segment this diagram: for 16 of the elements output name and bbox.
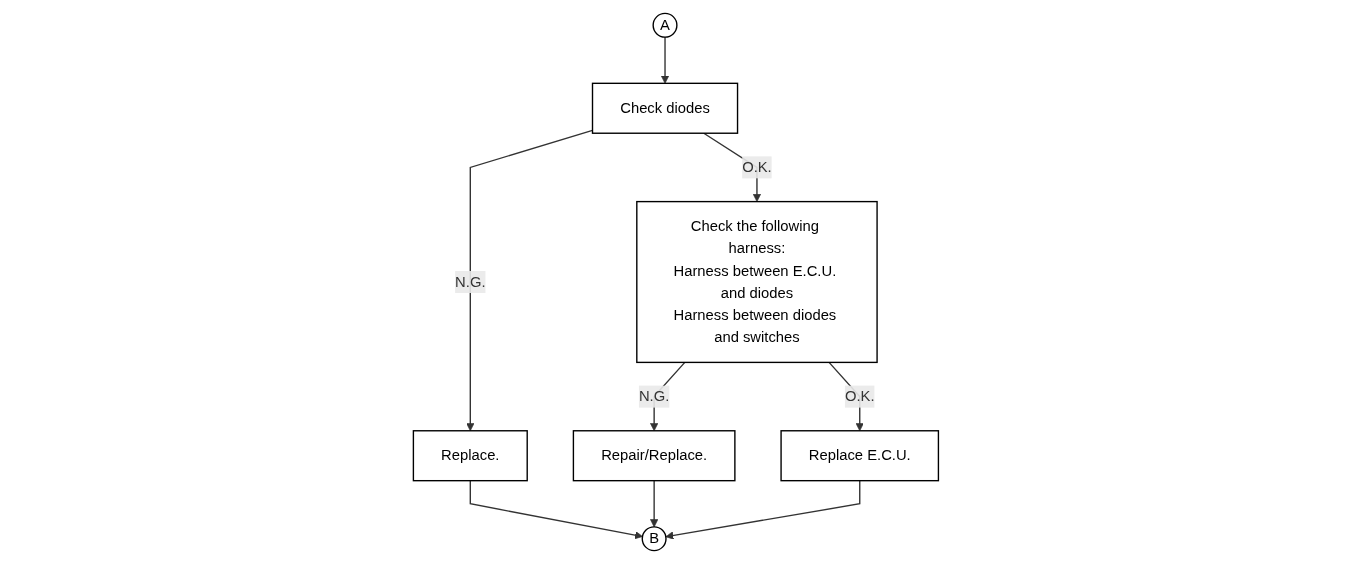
node-box: Check diodes [591,82,738,134]
edge-label: N.G. [638,388,669,404]
arrow [469,480,643,540]
edge-label: O.K. [741,159,772,175]
arrow [465,129,593,432]
edge-label: O.K. [844,388,875,404]
node-circle: B [641,526,667,552]
arrow [660,36,669,84]
edge-label: N.G. [454,273,486,290]
arrow [649,480,658,528]
node-box: Replace E.C.U. [779,430,939,482]
arrow [665,480,861,540]
node-box: Check the following harness: Harness between E.C.U. and diodes Harness between diodes and switches [635,200,878,364]
node-box: Repair/Replace. [572,430,736,482]
node-circle: A [652,12,678,38]
node-box: Replace. [412,430,528,482]
